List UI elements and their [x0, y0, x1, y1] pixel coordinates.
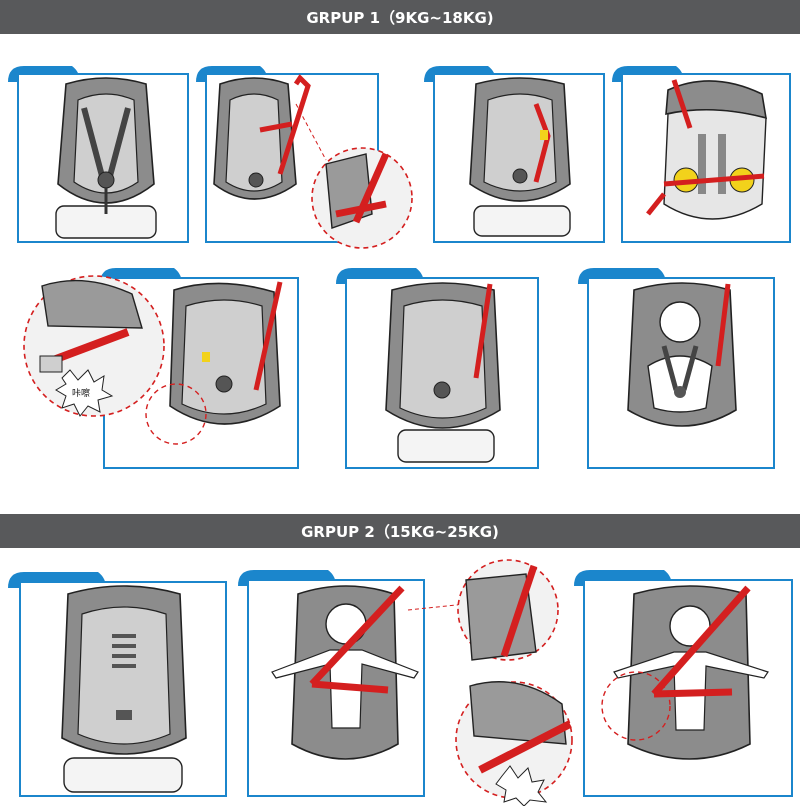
- step-g1-6: [336, 266, 542, 472]
- click-sound-label: 咔嚓: [72, 387, 90, 399]
- group-1-title: GRPUP 1（9KG~18KG): [306, 8, 494, 27]
- step-g1-4: [612, 64, 794, 246]
- belt-detail-callout-icon: [455, 559, 573, 806]
- step-g2-3: [574, 568, 796, 800]
- seat-front-icon: [8, 66, 189, 243]
- seat-back-icon: [612, 66, 791, 243]
- seat-belt-route-icon: [196, 66, 413, 249]
- buckle-click-icon: 咔嚓: [23, 268, 299, 469]
- booster-seat-icon: [8, 572, 227, 797]
- seat-tighten-icon: [336, 268, 539, 469]
- group-2-header: GRPUP 2（15KG~25KG): [0, 514, 800, 548]
- step-g2-1: [8, 570, 230, 800]
- step-g2-callouts: [452, 556, 582, 806]
- step-g2-2: [238, 568, 467, 800]
- step-g1-7: [578, 266, 778, 472]
- step-g1-5: 咔嚓: [23, 266, 300, 472]
- step-g1-3: [424, 64, 608, 246]
- seat-belt-route-icon: [424, 66, 605, 243]
- child-seated-icon: [578, 268, 775, 469]
- group-1-header: GRPUP 1（9KG~18KG): [0, 0, 800, 34]
- step-g1-2: [196, 64, 413, 249]
- group-2-title: GRPUP 2（15KG~25KG): [301, 522, 499, 541]
- child-belt-lap-icon: [574, 570, 793, 797]
- step-g1-1: [8, 64, 192, 246]
- child-belt-icon: [238, 570, 467, 797]
